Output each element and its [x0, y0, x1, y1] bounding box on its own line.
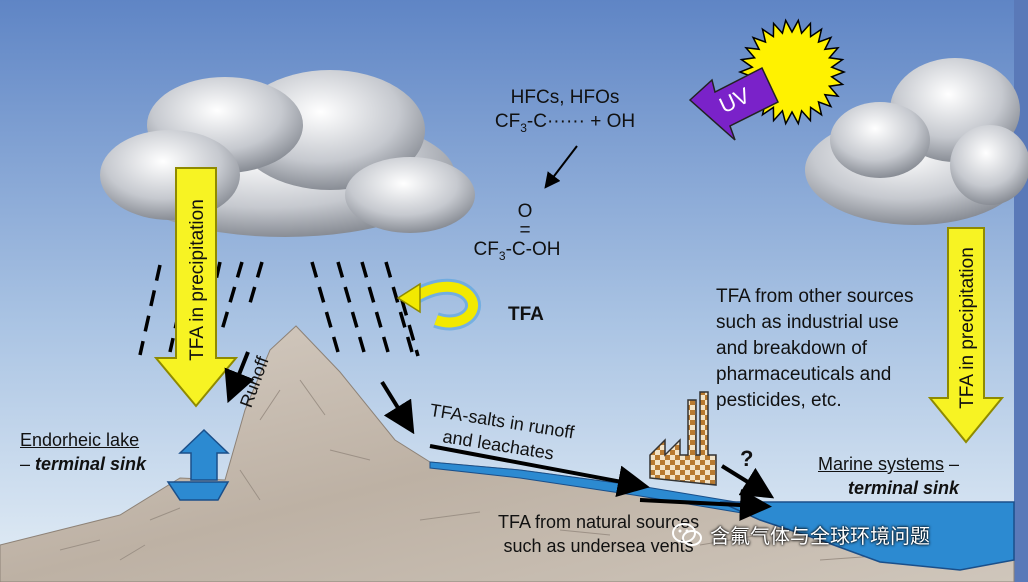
uv-arrow: UV	[688, 66, 779, 141]
endorheic-lake	[166, 481, 230, 501]
right-border	[1014, 0, 1028, 582]
mountain-arrow	[380, 380, 415, 435]
tfa-cycle-arrow	[396, 278, 481, 331]
hfc-to-tfa-arrow	[544, 145, 578, 189]
factory-arrow	[720, 464, 775, 499]
wechat-icon	[672, 522, 702, 546]
endorheic-label: Endorheic lake – terminal sink	[20, 430, 147, 474]
tfa-other-sources: TFA from other sources such as industria…	[716, 286, 914, 411]
tfa-oxygen: O	[517, 201, 533, 222]
ocean-arrow	[639, 489, 772, 521]
runoff-arrow	[224, 351, 255, 404]
tfa-double-bond: =	[519, 220, 531, 241]
hfc-formula: HFCs, HFOs CF3-C······ + OH	[490, 86, 640, 140]
watermark: 含氟气体与全球环境问题	[672, 520, 930, 549]
endorheic-line1: Endorheic lake	[20, 430, 140, 450]
watermark-text: 含氟气体与全球环境问题	[710, 526, 930, 548]
question-mark: ?	[740, 446, 754, 471]
terrain-texture	[59, 379, 891, 561]
factory-icon	[649, 391, 717, 486]
tfa-formula: O = CF3-C-OH	[452, 200, 582, 268]
tfa-formula-text: CF3-C-OH	[473, 239, 561, 263]
tfa-label: TFA	[508, 304, 544, 325]
hfc-line2: CF3-C······ + OH	[494, 111, 636, 135]
natural-sources-label: TFA from natural sources such as underse…	[498, 512, 700, 556]
hfc-line1: HFCs, HFOs	[510, 87, 620, 108]
marine-line1: Marine systems	[818, 454, 945, 474]
right-cloud	[805, 58, 1028, 225]
endorheic-terminal: terminal sink	[35, 454, 147, 474]
black-arrows	[224, 145, 775, 521]
rain-middle	[310, 261, 420, 357]
precip-right-label: TFA in precipitation	[957, 247, 978, 409]
marine-label: Marine systems – terminal sink	[818, 454, 960, 498]
marine-water	[719, 501, 1015, 571]
lake-up-arrow	[178, 428, 230, 481]
marine-terminal: terminal sink	[848, 478, 960, 498]
precip-arrow-left: TFA in precipitation	[153, 167, 239, 408]
salts-arrow	[429, 444, 650, 498]
precip-arrow-right: TFA in precipitation	[927, 227, 1005, 444]
precip-left-label: TFA in precipitation	[187, 199, 208, 361]
